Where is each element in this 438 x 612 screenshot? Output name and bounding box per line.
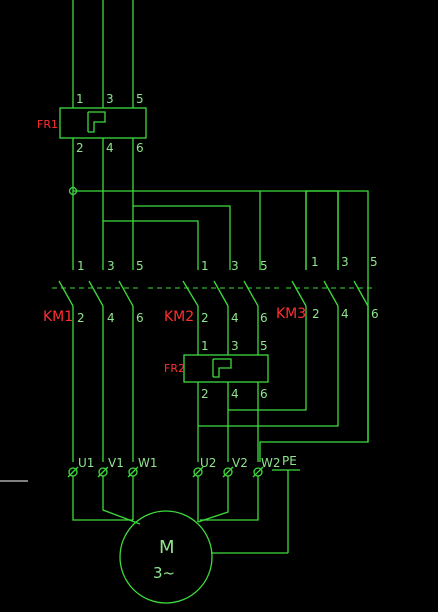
terminal-v1 bbox=[97, 466, 109, 478]
km3-term-4: 4 bbox=[341, 307, 349, 321]
km3-term-1: 1 bbox=[311, 255, 319, 269]
km3-label: KM3 bbox=[276, 306, 306, 322]
fr2-term-6: 6 bbox=[260, 387, 268, 401]
km3-term-6: 6 bbox=[371, 307, 379, 321]
km3-term-5: 5 bbox=[370, 255, 378, 269]
km2-term-2: 2 bbox=[201, 311, 209, 325]
km2-contactor: 1 3 5 KM2 2 4 6 bbox=[148, 259, 282, 355]
fr2-relay: 1 3 5 FR2 2 4 6 bbox=[164, 339, 269, 462]
fr1-term-6: 6 bbox=[136, 141, 144, 155]
km3-term-2: 2 bbox=[312, 307, 320, 321]
km2-term-5: 5 bbox=[260, 259, 268, 273]
km1-contactor: 1 3 5 KM1 2 4 6 bbox=[43, 259, 144, 325]
fr1-term-2: 2 bbox=[76, 141, 84, 155]
fr2-term-1: 1 bbox=[201, 339, 209, 353]
km1-term-4: 4 bbox=[107, 311, 115, 325]
fr1-relay: FR1 1 3 5 2 4 6 bbox=[37, 92, 147, 155]
km2-term-3: 3 bbox=[231, 259, 239, 273]
km1-label: KM1 bbox=[43, 309, 73, 325]
km1-term-6: 6 bbox=[136, 311, 144, 325]
terminal-block: U1 V1 W1 U2 V2 W2 PE bbox=[67, 454, 300, 553]
supply-lines bbox=[72, 0, 134, 108]
motor-letter: M bbox=[159, 537, 175, 558]
fr1-term-1: 1 bbox=[76, 92, 84, 106]
km3-term-3: 3 bbox=[341, 255, 349, 269]
terminal-u1 bbox=[67, 466, 79, 478]
motor: M 3~ bbox=[119, 510, 213, 604]
fr2-term-2: 2 bbox=[201, 387, 209, 401]
km1-term-5: 5 bbox=[136, 259, 144, 273]
label-u1: U1 bbox=[78, 456, 94, 470]
label-u2: U2 bbox=[200, 456, 216, 470]
motor-leads bbox=[72, 476, 288, 554]
km2-term-1: 1 bbox=[201, 259, 209, 273]
km2-term-4: 4 bbox=[231, 311, 239, 325]
km2-term-6: 6 bbox=[260, 311, 268, 325]
label-w2: W2 bbox=[261, 456, 281, 470]
fr1-label: FR1 bbox=[37, 118, 58, 131]
fr1-term-3: 3 bbox=[106, 92, 114, 106]
km1-output-lines bbox=[72, 306, 134, 462]
fr1-term-4: 4 bbox=[106, 141, 114, 155]
km1-term-2: 2 bbox=[77, 311, 85, 325]
label-v2: V2 bbox=[232, 456, 248, 470]
terminal-w1 bbox=[127, 466, 139, 478]
label-pe: PE bbox=[282, 454, 297, 468]
fr1-term-5: 5 bbox=[136, 92, 144, 106]
fr2-term-3: 3 bbox=[231, 339, 239, 353]
fr2-label: FR2 bbox=[164, 362, 185, 375]
fr2-term-5: 5 bbox=[260, 339, 268, 353]
motor-phase: 3~ bbox=[153, 564, 175, 582]
km1-term-3: 3 bbox=[107, 259, 115, 273]
km1-term-1: 1 bbox=[77, 259, 85, 273]
km3-contactor: 1 3 5 KM3 2 4 6 bbox=[198, 190, 379, 442]
label-v1: V1 bbox=[108, 456, 124, 470]
fr1-to-km1-lines bbox=[68, 138, 369, 462]
label-w1: W1 bbox=[138, 456, 158, 470]
fr2-term-4: 4 bbox=[231, 387, 239, 401]
km2-label: KM2 bbox=[164, 309, 194, 325]
